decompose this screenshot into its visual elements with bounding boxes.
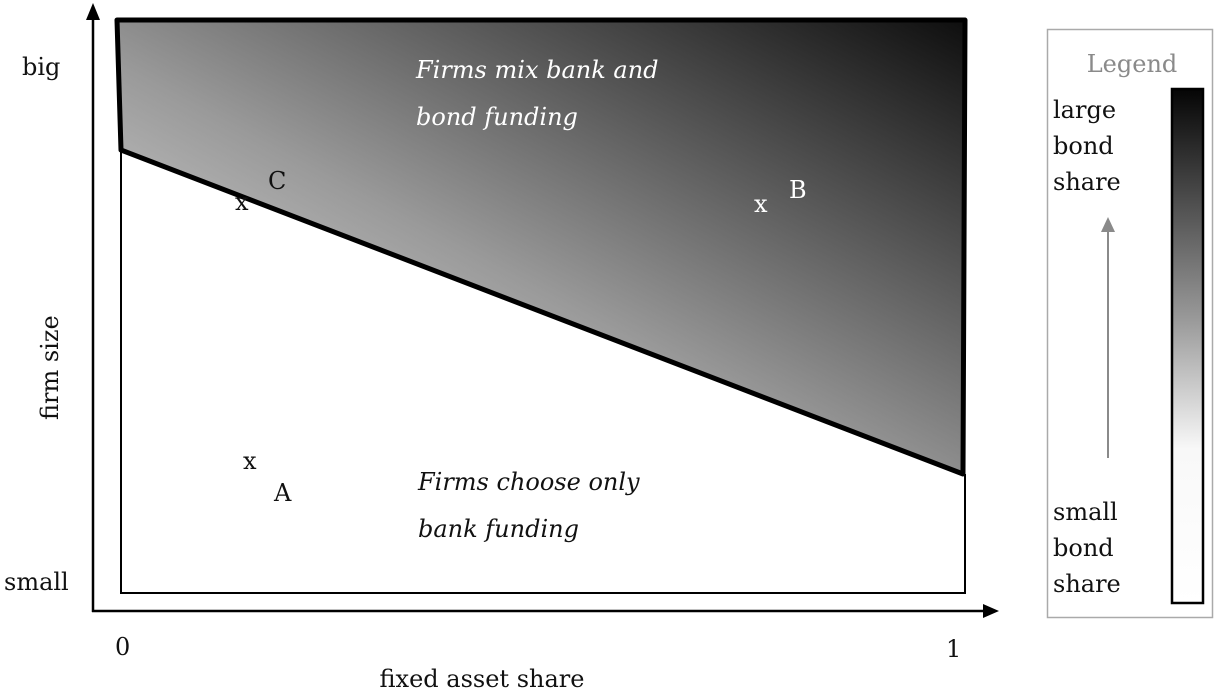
legend-bottom-line3: share: [1053, 570, 1121, 598]
legend-color-bar: [1170, 87, 1205, 605]
lower-region-border: [120, 150, 966, 594]
lower-region-label-line2: bank funding: [418, 515, 579, 543]
point-c-label: C: [268, 167, 286, 195]
legend: Legend large bond share small bond share: [1046, 28, 1214, 619]
upper-region-label-line2: bond funding: [416, 103, 578, 131]
y-axis-bottom-label: small: [4, 568, 69, 596]
legend-top-line1: large: [1053, 96, 1116, 124]
point-c-marker: x: [235, 188, 249, 216]
legend-arrow-up-icon: [1101, 217, 1115, 232]
upper-region-label-line1: Firms mix bank and: [415, 56, 659, 84]
x-axis: [92, 604, 999, 618]
point-b-marker: x: [754, 190, 768, 218]
legend-top-line3: share: [1053, 168, 1121, 196]
legend-bottom-line1: small: [1053, 498, 1118, 526]
y-axis-title: firm size: [36, 315, 64, 420]
bond-funding-region: [114, 17, 968, 477]
lower-region-label-line1: Firms choose only: [417, 468, 640, 496]
x-axis-max-label: 1: [946, 635, 961, 663]
point-a-label: A: [273, 479, 292, 507]
y-axis: [86, 3, 100, 612]
x-axis-arrow-icon: [983, 604, 999, 618]
legend-top-line2: bond: [1053, 132, 1114, 160]
point-a-marker: x: [243, 447, 257, 475]
legend-title: Legend: [1087, 50, 1178, 78]
y-axis-arrow-icon: [86, 3, 100, 20]
legend-bottom-line2: bond: [1053, 534, 1114, 562]
point-b-label: B: [789, 176, 807, 204]
y-axis-top-label: big: [22, 53, 60, 81]
x-axis-title: fixed asset share: [380, 665, 585, 693]
x-axis-min-label: 0: [115, 633, 130, 661]
